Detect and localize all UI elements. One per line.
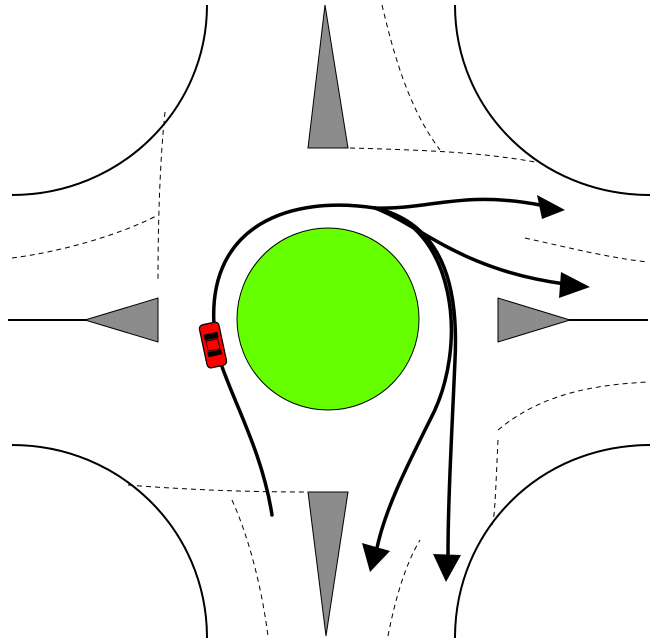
curb-bottom-left — [11, 444, 208, 639]
arrowheads — [362, 195, 590, 582]
lane-mark-north-stopline — [349, 147, 536, 163]
car-icon — [198, 321, 228, 369]
lane-mark-east-1 — [524, 237, 649, 263]
vehicle-paths — [212, 197, 567, 557]
curb-bottom-right — [454, 444, 651, 639]
lane-mark-east-stopline — [497, 381, 649, 431]
arrowhead-icon — [362, 543, 390, 572]
path-exit-south-right — [373, 206, 458, 557]
car-windshield — [203, 331, 219, 341]
central-island — [236, 227, 420, 411]
car-rear-window — [207, 349, 223, 358]
lane-mark-west-2 — [11, 214, 159, 259]
lane-mark-south-stopline — [127, 484, 309, 493]
splitter-island-west — [83, 297, 159, 343]
arrowhead-icon — [559, 272, 590, 298]
car-roof — [205, 338, 221, 352]
lane-mark-south-2 — [387, 539, 421, 637]
path-exit-east-upper — [373, 197, 542, 210]
path-circulating — [212, 203, 377, 327]
splitter-islands — [83, 4, 572, 637]
splitter-island-north — [307, 4, 349, 149]
curb-top-right — [454, 4, 651, 196]
lane-mark-north-1 — [381, 4, 441, 151]
splitter-island-south — [307, 491, 349, 637]
path-entry — [216, 353, 274, 517]
splitter-island-east — [497, 297, 572, 343]
lane-markings — [11, 4, 649, 637]
arrowhead-icon — [537, 195, 565, 219]
path-exit-east-lower — [373, 206, 567, 286]
path-exit-south-left — [373, 206, 454, 550]
lane-mark-south-1 — [231, 499, 269, 637]
lane-mark-east-2 — [491, 439, 499, 526]
arrowhead-icon — [433, 554, 461, 582]
curb-top-left — [11, 4, 208, 196]
curbs — [8, 4, 651, 639]
lane-mark-west-1 — [157, 111, 166, 281]
